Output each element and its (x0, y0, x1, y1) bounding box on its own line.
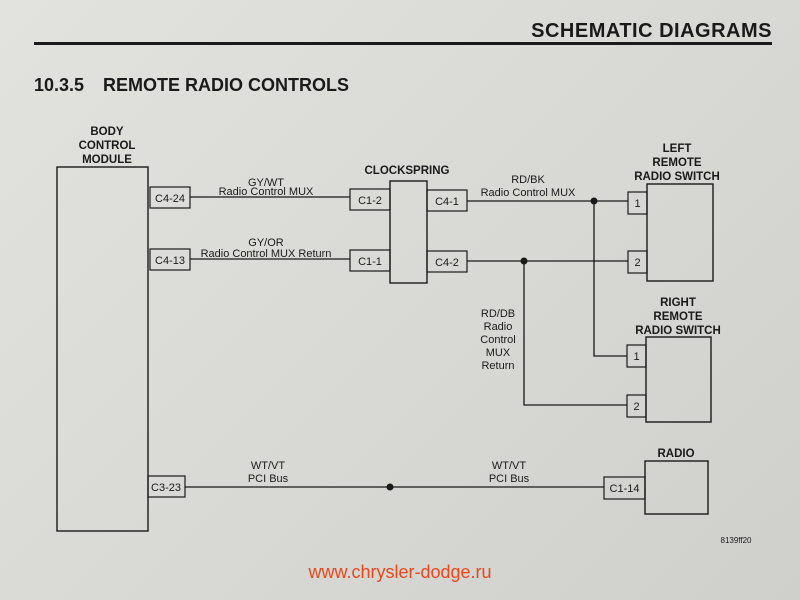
radio-title: RADIO (657, 448, 694, 460)
bcm-connector-c4-24-label: C4-24 (155, 193, 185, 205)
left-switch-title-line-2: REMOTE (652, 157, 702, 169)
right-switch-pin-2-label: 2 (633, 401, 639, 413)
body-control-module: BODY CONTROL MODULE C4-24 C4-13 C3-23 (56, 126, 191, 532)
left-switch-pin-1-label: 1 (634, 198, 640, 210)
wire-rd-db-line-2: Radio (484, 321, 513, 333)
header-title: SCHEMATIC DIAGRAMS (531, 20, 772, 42)
left-remote-radio-switch: LEFT REMOTE RADIO SWITCH 1 2 (627, 143, 720, 282)
section-number: 10.3.5 (34, 75, 85, 95)
wire-rd-db-line-1: RD/DB (481, 308, 515, 320)
clockspring-connector-c1-2 (349, 188, 391, 211)
right-switch-title-line-1: RIGHT (660, 297, 696, 309)
wire-rd-bk-color: RD/BK (511, 174, 545, 186)
right-remote-radio-switch: RIGHT REMOTE RADIO SWITCH 1 2 (626, 297, 721, 423)
clockspring-connector-c1-2-label: C1-2 (358, 195, 382, 207)
splice-pci-bus (386, 483, 394, 491)
right-switch-pin-1-label: 1 (633, 351, 639, 363)
left-switch-pin-2 (627, 250, 648, 274)
clockspring-connector-c4-1-label: C4-1 (435, 196, 459, 208)
wire-rd-db-line-4: MUX (486, 347, 511, 359)
wire-rd-bk-branch (593, 201, 627, 357)
wire-rd-db-line-5: Return (481, 360, 514, 372)
wire-wt-vt-color-right: WT/VT (492, 460, 526, 472)
bcm-box (56, 166, 149, 532)
right-switch-title-line-3: RADIO SWITCH (635, 325, 721, 337)
right-switch-box (645, 336, 712, 423)
bcm-connector-c3-23-label: C3-23 (151, 482, 181, 494)
clockspring-connector-c4-2-label: C4-2 (435, 257, 459, 269)
left-switch-title-line-1: LEFT (663, 143, 692, 155)
wire-wt-vt-desc-left: PCI Bus (248, 473, 289, 485)
splice-rd-bk (590, 197, 598, 205)
header-rule (34, 42, 772, 45)
figure-id: 8139ff20 (721, 536, 753, 545)
clockspring-connector-c1-1-label: C1-1 (358, 256, 382, 268)
clockspring-connector-c1-1 (349, 249, 391, 272)
wire-gy-or-color: GY/OR (248, 237, 284, 249)
wire-rd-bk-desc: Radio Control MUX (481, 187, 576, 199)
radio-connector-c1-14-label: C1-14 (610, 483, 640, 495)
left-switch-title-line-3: RADIO SWITCH (634, 171, 720, 183)
wire-wt-vt-desc-right: PCI Bus (489, 473, 530, 485)
left-switch-pin-1 (627, 191, 648, 215)
clockspring-box (389, 180, 428, 284)
wire-rd-db-branch (523, 261, 627, 406)
section-title: REMOTE RADIO CONTROLS (103, 75, 349, 95)
wire-gy-or-desc: Radio Control MUX Return (201, 248, 332, 260)
right-switch-title-line-2: REMOTE (653, 311, 703, 323)
wire-gy-wt-desc: Radio Control MUX (219, 186, 314, 198)
clockspring: CLOCKSPRING C1-2 C1-1 C4-1 C4-2 (349, 165, 468, 284)
wire-rd-db-line-3: Control (480, 334, 515, 346)
bcm-title-line-1: BODY (90, 126, 124, 138)
left-switch-box (646, 183, 714, 282)
bcm-title-line-2: CONTROL (79, 140, 136, 152)
bcm-title-line-3: MODULE (82, 154, 132, 166)
radio-box (644, 460, 709, 515)
watermark-link[interactable]: www.chrysler-dodge.ru (308, 562, 492, 582)
bcm-connector-c4-13-label: C4-13 (155, 255, 185, 267)
radio: RADIO C1-14 (603, 448, 709, 515)
clockspring-title: CLOCKSPRING (365, 165, 450, 177)
radio-connector-c1-14 (603, 476, 646, 500)
wire-gy-wt-color: GY/WT (248, 177, 284, 189)
left-switch-pin-2-label: 2 (634, 257, 640, 269)
right-switch-pin-2 (626, 394, 647, 418)
splice-rd-db (520, 257, 528, 265)
wire-wt-vt-color-left: WT/VT (251, 460, 285, 472)
